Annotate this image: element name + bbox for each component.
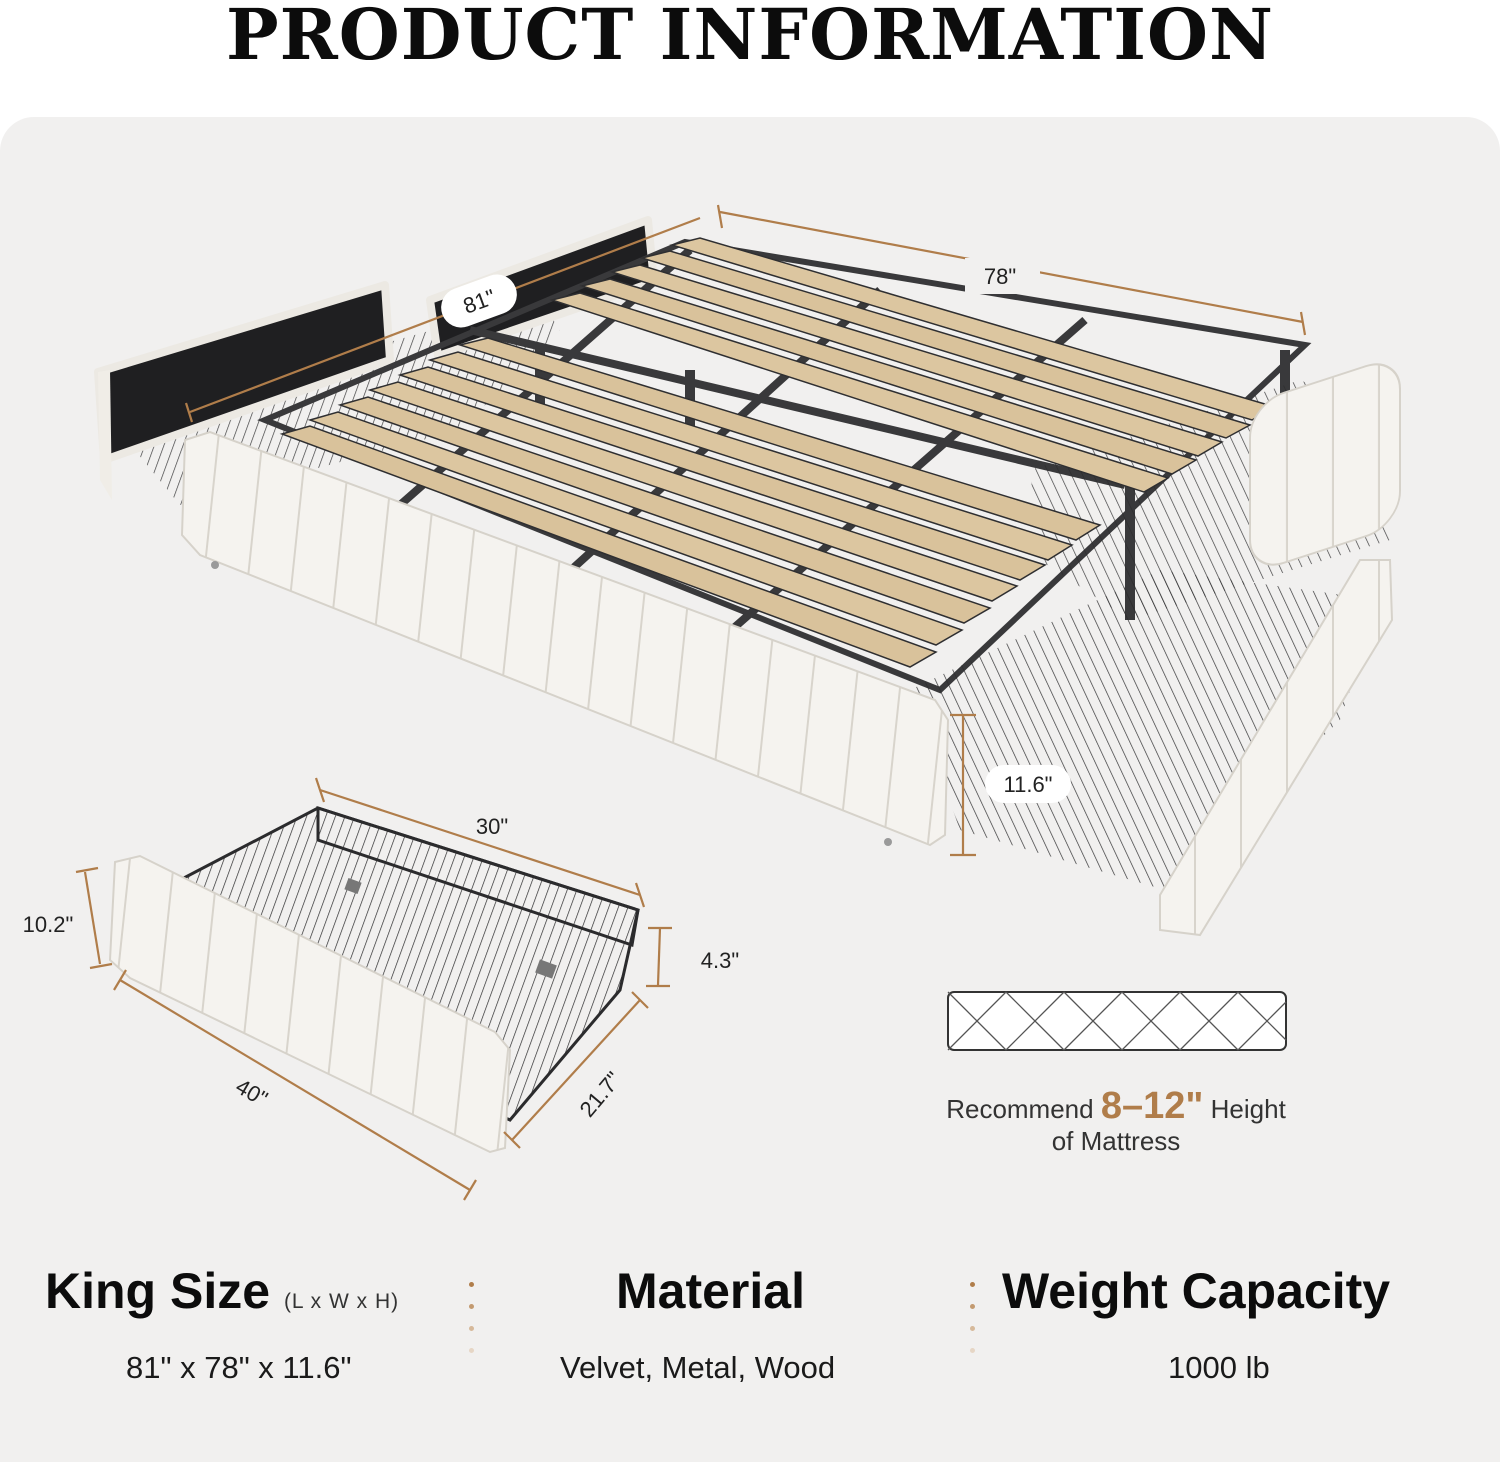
spec-weight-heading: Weight Capacity (1002, 1263, 1391, 1319)
drawer-width-label: 21.7" (575, 1067, 627, 1122)
divider-dots-2 (970, 1282, 976, 1370)
bed-frame-illustration: 81" 78" 11.6" (94, 204, 1401, 937)
mattress-icon (947, 991, 1287, 1051)
right-drawer-front-bottom (1159, 559, 1394, 937)
bed-length-badge (441, 274, 517, 328)
mattress-prefix: Recommend (946, 1094, 1094, 1124)
drawer-basket-height-label: 4.3" (701, 948, 739, 973)
spec-weight-value: 1000 lb (1168, 1350, 1270, 1385)
drawer-illustration: 30" 10.2" 4.3" 40" 21.7" (23, 777, 739, 1201)
drawer-length-label: 40" (232, 1074, 272, 1112)
divider-dots-1 (469, 1282, 475, 1370)
metal-frame (257, 238, 1312, 694)
spec-size-title: King Size (45, 1263, 271, 1319)
bed-width-label: 78" (984, 264, 1016, 289)
spec-size-value: 81" x 78" x 11.6" (126, 1350, 352, 1385)
footboard (180, 430, 950, 847)
spec-material-heading: Material (616, 1263, 805, 1319)
drawer-front-panel (108, 854, 512, 1154)
right-drawer-basket-bottom (910, 570, 1380, 890)
mattress-recommendation: Recommend 8–12" Height of Mattress (900, 1085, 1332, 1157)
mattress-line2: of Mattress (1051, 1126, 1181, 1156)
drawer-dimension-lines (75, 777, 672, 1201)
spec-size-heading: King Size (L x W x H) (45, 1262, 399, 1320)
mattress-range: 8–12" (1100, 1085, 1204, 1127)
page-title: PRODUCT INFORMATION (225, 0, 1275, 76)
bed-height-label: 11.6" (1004, 772, 1053, 797)
bed-height-badge (985, 765, 1071, 803)
right-drawer-front-top (1249, 363, 1401, 566)
drawer-depth-label: 30" (476, 814, 508, 839)
spec-size-sub: (L x W x H) (283, 1290, 400, 1313)
spec-material-value: Velvet, Metal, Wood (560, 1350, 836, 1385)
drawer-front-height-label: 10.2" (23, 912, 74, 937)
mattress-suffix: Height (1210, 1094, 1286, 1124)
wood-slats (279, 237, 1277, 668)
